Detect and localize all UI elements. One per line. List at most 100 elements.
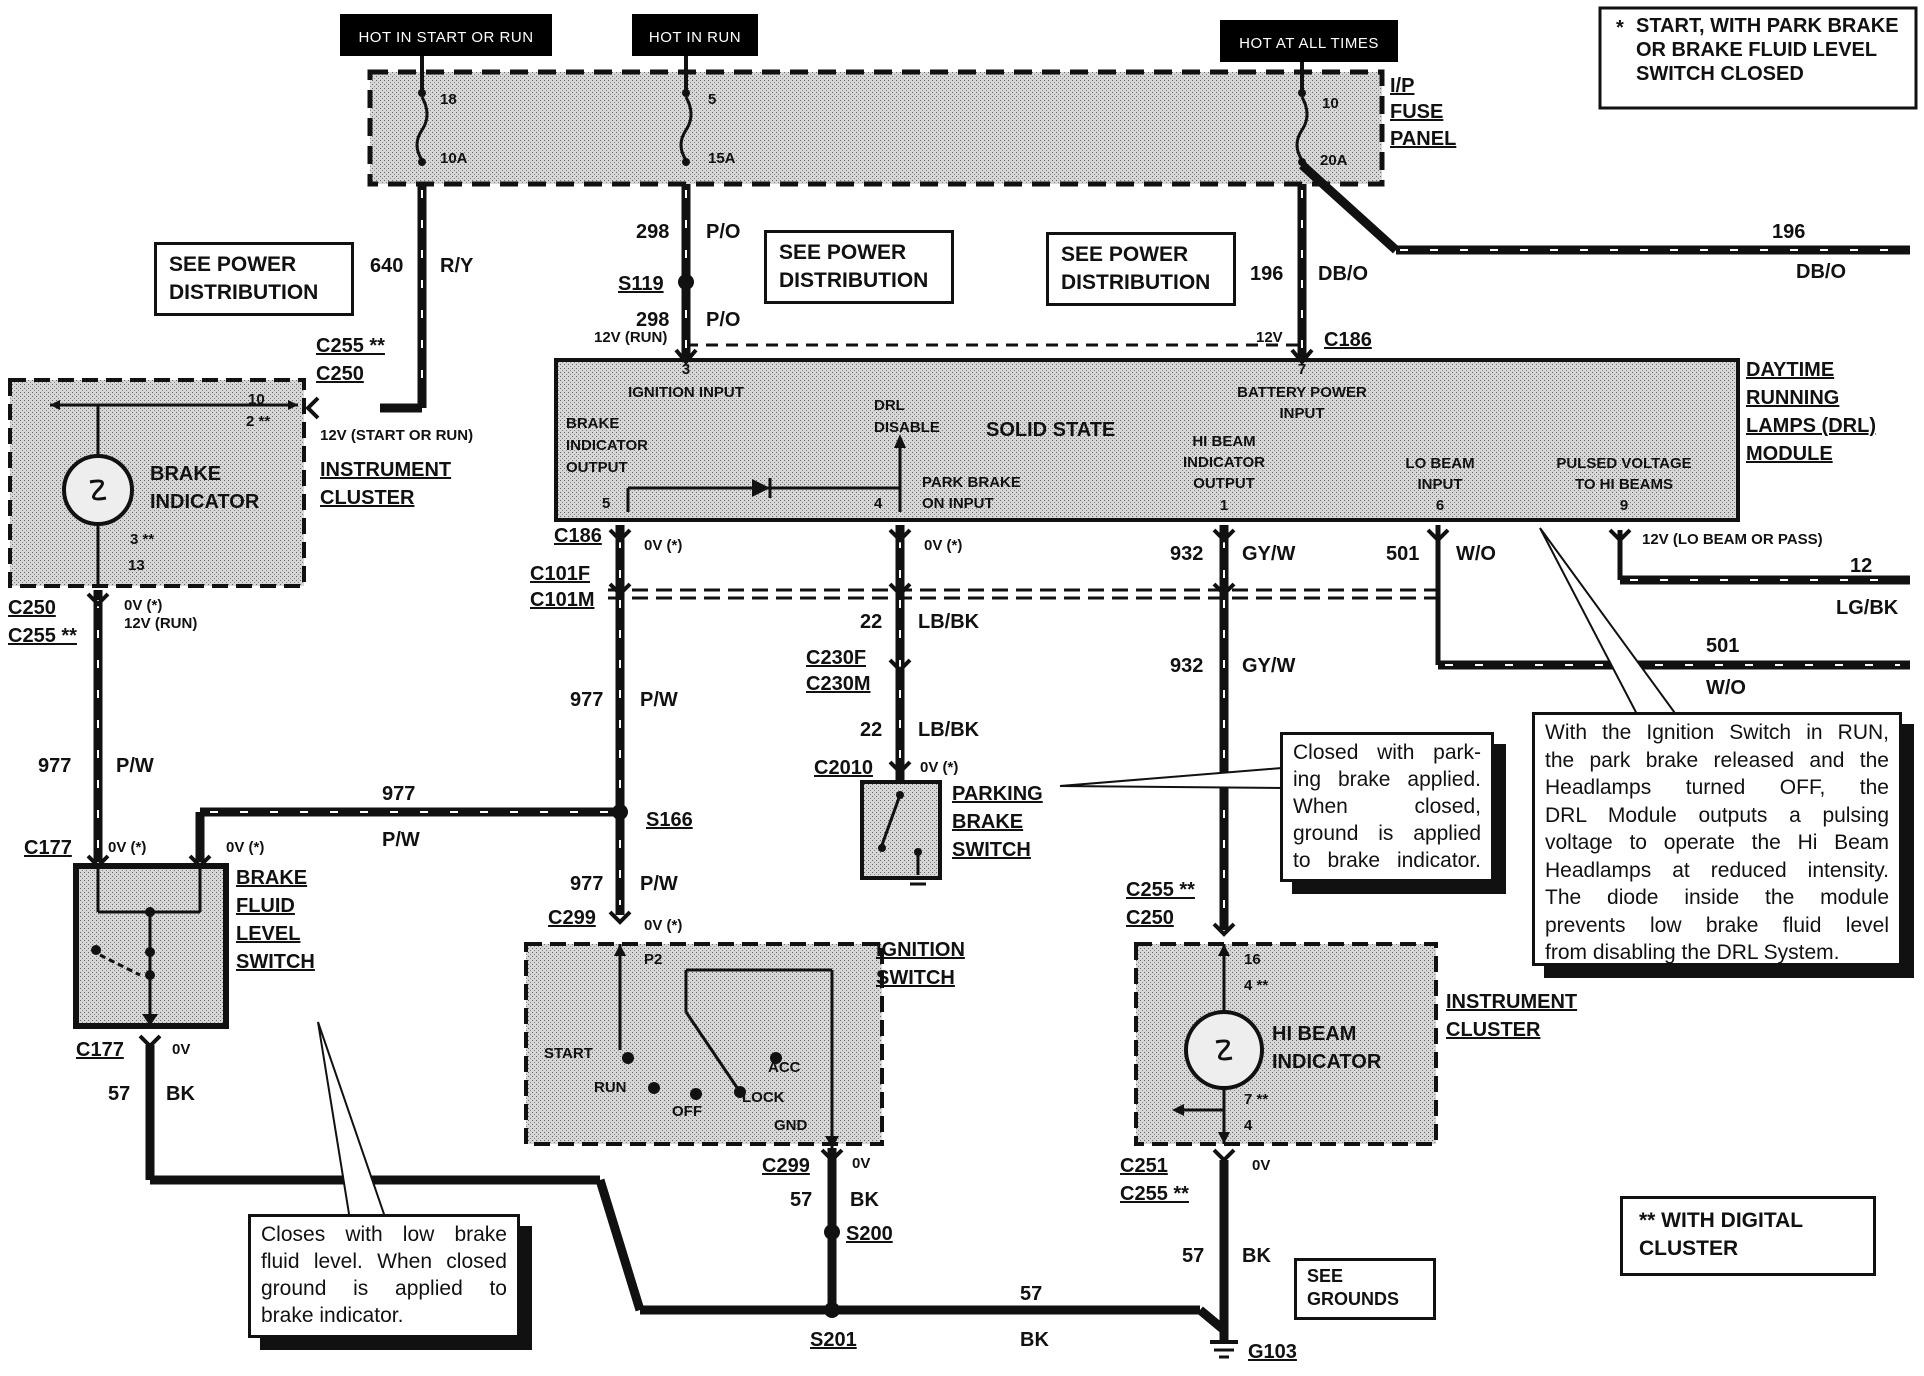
svg-text:0V (*): 0V (*): [226, 839, 264, 856]
svg-text:4: 4: [1244, 1117, 1253, 1134]
svg-text:DB/O: DB/O: [1318, 263, 1368, 285]
svg-text:C255 **: C255 **: [1126, 879, 1195, 901]
svg-text:S200: S200: [846, 1223, 893, 1245]
splice-s119: [678, 274, 694, 290]
svg-text:977: 977: [382, 783, 415, 805]
svg-text:LAMPS (DRL): LAMPS (DRL): [1746, 415, 1876, 437]
ignition-switch: P2 START RUN OFF LOCK ACC GND: [524, 942, 884, 1148]
svg-text:PANEL: PANEL: [1390, 128, 1456, 150]
svg-text:12V (RUN): 12V (RUN): [124, 615, 197, 632]
svg-text:LB/BK: LB/BK: [918, 611, 980, 633]
ignition-switch-label: IGNITION SWITCH: [876, 939, 965, 989]
svg-text:C230M: C230M: [806, 673, 870, 695]
svg-text:HOT IN RUN: HOT IN RUN: [649, 29, 741, 46]
svg-text:640: 640: [370, 255, 403, 277]
svg-text:PULSED VOLTAGE: PULSED VOLTAGE: [1556, 455, 1691, 472]
svg-text:15A: 15A: [708, 150, 736, 167]
svg-text:LEVEL: LEVEL: [236, 923, 300, 945]
svg-text:C255 **: C255 **: [1120, 1183, 1189, 1205]
svg-text:0V (*): 0V (*): [920, 759, 958, 776]
svg-text:0V (*): 0V (*): [108, 839, 146, 856]
svg-text:10: 10: [1322, 95, 1339, 112]
brake-indicator-cluster: 10 2 ** 3 ** 13 BRAKE INDICATOR: [8, 378, 306, 588]
svg-text:*: *: [1616, 17, 1624, 39]
brake-fluid-switch-label: BRAKE FLUID LEVEL SWITCH: [236, 867, 315, 973]
svg-text:S166: S166: [646, 809, 693, 831]
svg-text:BK: BK: [166, 1083, 195, 1105]
svg-text:501: 501: [1706, 635, 1739, 657]
drl-callout: With the Ignition Switch in RUN, the par…: [1532, 712, 1902, 966]
svg-text:C251: C251: [1120, 1155, 1168, 1177]
svg-text:7: 7: [1298, 361, 1306, 378]
svg-text:BRAKE: BRAKE: [150, 463, 221, 485]
svg-text:C177: C177: [24, 837, 72, 859]
svg-text:4: 4: [874, 495, 883, 512]
svg-text:FUSE: FUSE: [1390, 101, 1443, 123]
svg-text:0V (*): 0V (*): [924, 537, 962, 554]
svg-text:1: 1: [1220, 497, 1228, 514]
svg-text:FLUID: FLUID: [236, 895, 295, 917]
svg-text:C2010: C2010: [814, 757, 873, 779]
voltage-labels: 12V (RUN) 12V 12V (START OR RUN) 0V (*) …: [108, 329, 1823, 1174]
svg-text:12V: 12V: [1256, 329, 1283, 346]
svg-text:C250: C250: [1126, 907, 1174, 929]
svg-text:P/W: P/W: [640, 689, 678, 711]
svg-text:0V (*): 0V (*): [644, 917, 682, 934]
svg-text:P/W: P/W: [640, 873, 678, 895]
svg-text:BK: BK: [1020, 1329, 1049, 1351]
svg-text:22: 22: [860, 611, 882, 633]
svg-text:C186: C186: [1324, 329, 1372, 351]
svg-text:C101M: C101M: [530, 589, 594, 611]
svg-text:298: 298: [636, 221, 669, 243]
splice-s200: [824, 1224, 840, 1240]
svg-text:SWITCH: SWITCH: [876, 967, 955, 989]
svg-text:C101F: C101F: [530, 563, 590, 585]
star-note-box: *: [1598, 6, 1918, 110]
svg-text:LO BEAM: LO BEAM: [1405, 455, 1474, 472]
svg-text:I/P: I/P: [1390, 75, 1414, 97]
svg-text:BK: BK: [1242, 1245, 1271, 1267]
svg-text:OUTPUT: OUTPUT: [1193, 475, 1255, 492]
svg-text:INDICATOR: INDICATOR: [150, 491, 260, 513]
svg-text:C299: C299: [548, 907, 596, 929]
drl-module-label: DAYTIME RUNNING LAMPS (DRL) MODULE: [1746, 359, 1876, 465]
callout-leaders: [317, 527, 1682, 1221]
svg-text:22: 22: [860, 719, 882, 741]
svg-text:C177: C177: [76, 1039, 124, 1061]
hot-label-start-run: HOT IN START OR RUN: [340, 14, 552, 56]
svg-text:DB/O: DB/O: [1796, 261, 1846, 283]
svg-text:3 **: 3 **: [130, 531, 154, 548]
svg-text:3: 3: [682, 361, 690, 378]
svg-text:BATTERY POWER: BATTERY POWER: [1237, 384, 1367, 401]
svg-text:12V (LO BEAM OR PASS): 12V (LO BEAM OR PASS): [1642, 531, 1823, 548]
svg-text:977: 977: [570, 689, 603, 711]
svg-text:DAYTIME: DAYTIME: [1746, 359, 1834, 381]
svg-text:5: 5: [602, 495, 610, 512]
hot-label-all-times: HOT AT ALL TIMES: [1220, 20, 1398, 62]
svg-text:BK: BK: [850, 1189, 879, 1211]
fuse-panel-label: I/P FUSE PANEL: [1390, 75, 1456, 150]
drl-module: 3 IGNITION INPUT 7 BATTERY POWER INPUT B…: [554, 358, 1740, 522]
svg-text:16: 16: [1244, 951, 1261, 968]
svg-text:W/O: W/O: [1456, 543, 1496, 565]
wire-stripes: [97, 190, 1900, 920]
svg-text:12V (RUN): 12V (RUN): [594, 329, 667, 346]
svg-text:P/W: P/W: [382, 829, 420, 851]
svg-text:INDICATOR: INDICATOR: [1183, 454, 1265, 471]
svg-text:BRAKE: BRAKE: [952, 811, 1023, 833]
svg-text:HI BEAM: HI BEAM: [1192, 433, 1255, 450]
svg-text:57: 57: [790, 1189, 812, 1211]
svg-text:OUTPUT: OUTPUT: [566, 459, 628, 476]
hi-beam-cluster: 16 4 ** 7 ** 4 HI BEAM INDICATOR: [1134, 942, 1438, 1146]
svg-text:977: 977: [570, 873, 603, 895]
svg-text:INDICATOR: INDICATOR: [1272, 1051, 1382, 1073]
svg-text:9: 9: [1620, 497, 1628, 514]
svg-text:HOT IN START OR RUN: HOT IN START OR RUN: [358, 29, 533, 46]
see-grounds-box: SEE GROUNDS: [1294, 1258, 1436, 1320]
diode-icon: [752, 478, 772, 498]
svg-text:6: 6: [1436, 497, 1444, 514]
see-power-box-2: SEE POWER DISTRIBUTION: [764, 230, 954, 304]
svg-text:57: 57: [1020, 1283, 1042, 1305]
svg-text:HOT AT ALL TIMES: HOT AT ALL TIMES: [1239, 35, 1379, 52]
svg-text:298: 298: [636, 309, 669, 331]
